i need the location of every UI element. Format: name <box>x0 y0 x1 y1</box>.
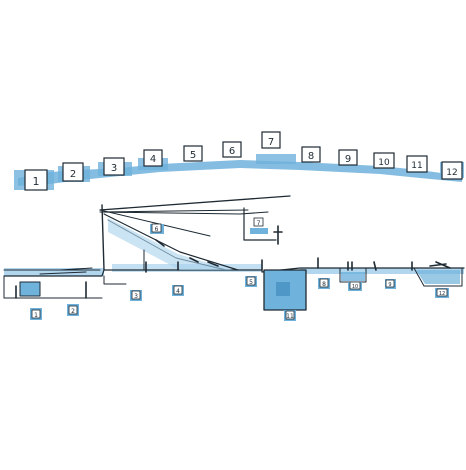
top-label-5: 5 <box>183 145 203 162</box>
section-label-3-text: 3 <box>134 293 138 300</box>
left-deck <box>3 269 103 299</box>
basin-12 <box>413 267 463 287</box>
basin-10-wash <box>341 272 365 281</box>
left-slab <box>39 267 93 275</box>
section-label-12-text: 12 <box>439 291 445 297</box>
section-label-5: 5 <box>245 276 257 287</box>
cantilever-end <box>243 207 277 241</box>
section-label-4: 4 <box>172 285 184 296</box>
person-figure <box>273 225 283 245</box>
ramp-wash <box>108 218 232 270</box>
section-label-2: 2 <box>67 304 79 316</box>
top-label-row: 1 2 3 4 5 6 7 8 <box>14 131 464 191</box>
top-label-8: 8 <box>301 146 321 163</box>
people-figures <box>15 225 451 299</box>
section-label-7-text: 7 <box>257 220 261 227</box>
deep-basin-inner <box>276 282 290 296</box>
ramp-slope <box>103 213 239 271</box>
basement-left <box>103 275 127 285</box>
section-structure <box>3 195 465 311</box>
top-wash-patch-7 <box>256 154 296 164</box>
section-label-5-text: 5 <box>249 279 253 286</box>
section-label-8: 8 <box>318 278 330 289</box>
section-label-9: 9 <box>385 279 396 289</box>
person-figure <box>155 239 219 267</box>
basin-12-wash <box>416 270 460 284</box>
section-label-2-text: 2 <box>71 308 75 315</box>
basement-room-1 <box>19 281 41 297</box>
water-wash-left <box>4 268 104 276</box>
section-label-1-text: 1 <box>34 312 38 319</box>
back-wall <box>101 204 105 271</box>
top-label-1-text: 1 <box>33 175 40 188</box>
top-label-4: 4 <box>143 149 163 167</box>
person-figure <box>347 261 353 271</box>
top-label-2: 2 <box>62 162 84 182</box>
section-label-6: 6 <box>150 223 164 234</box>
top-label-10-text: 10 <box>378 158 390 168</box>
top-label-3-text: 3 <box>111 163 117 174</box>
top-label-4-text: 4 <box>150 154 156 165</box>
section-label-7: 7 <box>250 217 268 234</box>
section-label-10-text: 10 <box>352 284 358 290</box>
section-label-9-text: 9 <box>388 282 391 288</box>
top-label-6: 6 <box>222 141 242 158</box>
top-label-6-text: 6 <box>229 146 235 157</box>
top-label-2-text: 2 <box>70 169 76 180</box>
top-label-9-text: 9 <box>345 154 351 165</box>
top-label-12: 12 <box>441 161 463 180</box>
section-label-row: 1 2 3 4 5 6 7 <box>30 217 449 321</box>
top-label-11: 11 <box>406 155 428 173</box>
top-label-9: 9 <box>338 149 358 166</box>
section-label-11-text: 11 <box>286 313 294 320</box>
top-label-7-text: 7 <box>268 137 274 148</box>
person-figure <box>373 261 377 271</box>
roof-brace-1 <box>99 209 211 237</box>
section-label-12: 12 <box>435 288 449 298</box>
section-label-3: 3 <box>130 290 142 301</box>
section-label-6-text: 6 <box>155 226 159 233</box>
water-wash-right <box>300 268 464 274</box>
section-label-1: 1 <box>30 308 42 320</box>
top-label-5-text: 5 <box>190 150 196 161</box>
section-label-11: 11 <box>284 310 296 321</box>
top-label-3: 3 <box>103 157 125 176</box>
roof-lower-line <box>99 211 269 215</box>
top-label-11-text: 11 <box>411 161 422 171</box>
section-label-8-text: 8 <box>322 281 326 288</box>
section-label-10: 10 <box>348 281 362 291</box>
top-wash-stroke <box>18 160 462 186</box>
top-label-7: 7 <box>261 131 281 149</box>
top-label-8-text: 8 <box>308 151 314 162</box>
roof-upper-line <box>99 195 291 211</box>
top-label-12-text: 12 <box>446 168 457 178</box>
person-figure <box>429 261 451 269</box>
section-label-4-text: 4 <box>176 288 180 295</box>
top-label-10: 10 <box>373 152 395 169</box>
roof-brace-2 <box>99 209 249 213</box>
top-label-1: 1 <box>24 169 48 191</box>
